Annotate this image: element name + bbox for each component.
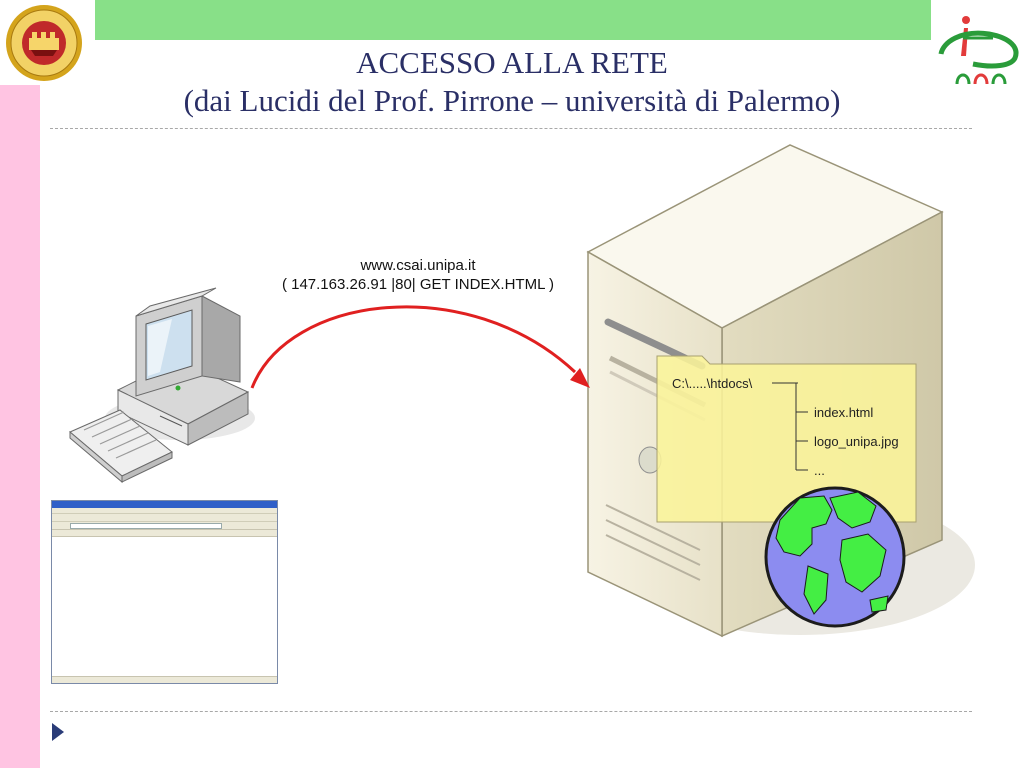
file-item: logo_unipa.jpg [814, 434, 899, 449]
browser-menubar [52, 508, 277, 514]
globe-icon [764, 486, 906, 628]
browser-statusbar [52, 676, 277, 683]
browser-address-bar [52, 522, 277, 530]
file-item: index.html [814, 405, 873, 420]
request-arrow [250, 305, 590, 389]
file-item: ... [814, 463, 825, 478]
browser-toolbar [52, 514, 277, 522]
slide-bullet-icon [52, 723, 64, 741]
browser-links-bar [52, 530, 277, 537]
title-line-2: (dai Lucidi del Prof. Pirrone – universi… [183, 83, 841, 118]
keyboard-icon [69, 409, 173, 484]
request-line-label: ( 147.163.26.91 |80| GET INDEX.HTML ) [282, 276, 554, 293]
top-divider [50, 128, 972, 129]
slide-title: ACCESSO ALLA RETE (dai Lucidi del Prof. … [40, 44, 984, 120]
title-line-1: ACCESSO ALLA RETE [356, 45, 668, 80]
browser-titlebar [52, 501, 277, 508]
folder-path-label: C:\.....\htdocs\ [672, 376, 753, 391]
header-bar [95, 0, 931, 40]
browser-window-icon [51, 500, 278, 684]
university-seal-icon [6, 5, 82, 81]
folder-icon: C:\.....\htdocs\ index.html logo_unipa.j… [656, 355, 917, 523]
side-strip [0, 85, 40, 768]
client-computer-icon [105, 287, 255, 446]
department-logo-icon [938, 16, 1019, 85]
bottom-divider [50, 711, 972, 712]
request-host-label: www.csai.unipa.it [359, 257, 476, 274]
